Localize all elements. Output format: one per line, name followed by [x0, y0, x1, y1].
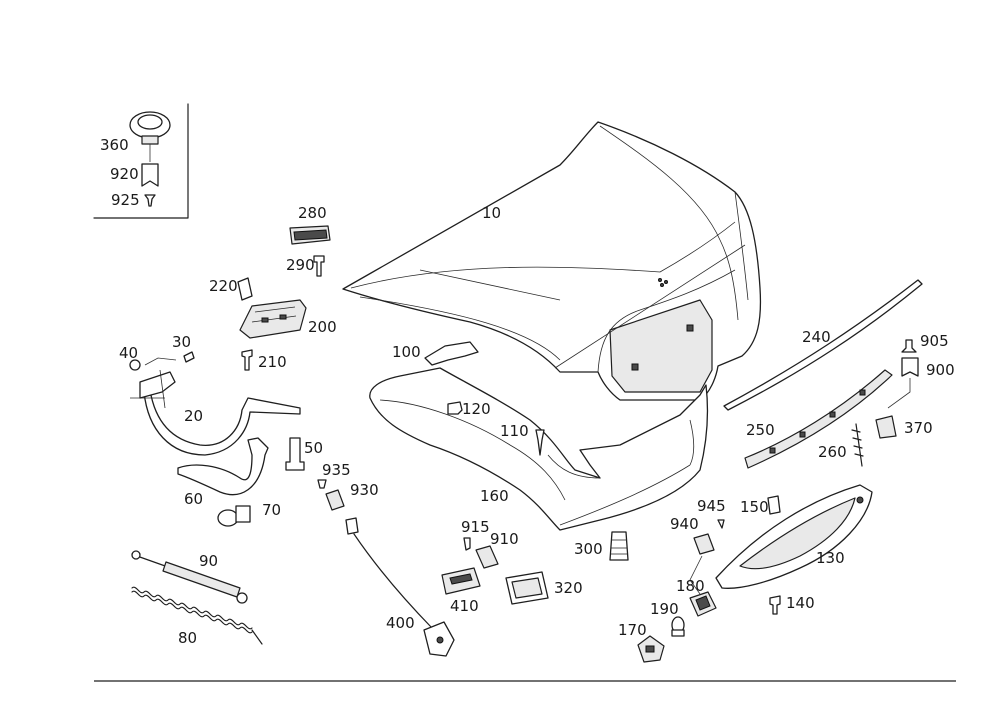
- label-40: 40: [119, 344, 139, 362]
- part-250-trim: [744, 369, 893, 469]
- label-925: 925: [111, 191, 140, 209]
- part-210-screw: [241, 349, 253, 371]
- part-120-clip: [447, 401, 463, 415]
- label-290: 290: [286, 256, 315, 274]
- label-60: 60: [184, 490, 204, 508]
- label-360: 360: [100, 136, 129, 154]
- label-170: 170: [618, 621, 647, 639]
- part-80-spring: [131, 586, 263, 645]
- label-160: 160: [480, 487, 509, 505]
- part-10-trunk-lid: [342, 121, 762, 401]
- part-400-latch: [423, 621, 455, 657]
- label-900: 900: [926, 361, 955, 379]
- part-935-pin: [317, 479, 327, 489]
- part-170-socket: [637, 635, 665, 663]
- label-910: 910: [490, 530, 519, 548]
- label-190: 190: [650, 600, 679, 618]
- label-300: 300: [574, 540, 603, 558]
- part-190-bulb: [671, 616, 685, 637]
- label-10: 10: [482, 204, 502, 222]
- label-915: 915: [461, 518, 490, 536]
- label-90: 90: [199, 552, 219, 570]
- label-130: 130: [816, 549, 845, 567]
- leader-900-370: [887, 378, 911, 409]
- label-905: 905: [920, 332, 949, 350]
- part-940-switch: [693, 533, 715, 555]
- part-260-screw: [851, 423, 864, 467]
- part-240-strip: [723, 279, 923, 411]
- part-220-clip: [237, 277, 253, 301]
- part-945-pin: [717, 519, 725, 529]
- part-200-bracket: [239, 299, 307, 339]
- part-280-module: [289, 225, 331, 245]
- part-20-hinge: [130, 369, 301, 456]
- part-925-screw: [144, 194, 156, 207]
- label-100: 100: [392, 343, 421, 361]
- leader-40-30: [144, 357, 177, 366]
- label-240: 240: [802, 328, 831, 346]
- part-110-pin: [535, 429, 545, 456]
- part-915-pin: [463, 537, 471, 551]
- label-180: 180: [676, 577, 705, 595]
- label-935: 935: [322, 461, 351, 479]
- label-200: 200: [308, 318, 337, 336]
- label-50: 50: [304, 439, 324, 457]
- part-930-connector: [345, 517, 359, 535]
- part-180-lamp: [689, 591, 717, 617]
- label-930: 930: [350, 481, 379, 499]
- inset-box: [93, 103, 189, 219]
- part-300-buffer: [609, 531, 629, 561]
- part-370-mount: [875, 415, 897, 439]
- part-50-bolt: [285, 437, 305, 471]
- label-70: 70: [262, 501, 282, 519]
- label-210: 210: [258, 353, 287, 371]
- label-410: 410: [450, 597, 479, 615]
- part-290-screw: [313, 255, 325, 277]
- label-280: 280: [298, 204, 327, 222]
- label-150: 150: [740, 498, 769, 516]
- label-250: 250: [746, 421, 775, 439]
- label-260: 260: [818, 443, 847, 461]
- part-400-cable: [353, 533, 433, 629]
- part-140-bolt: [769, 595, 781, 615]
- label-940: 940: [670, 515, 699, 533]
- part-410-lock: [441, 567, 481, 595]
- label-80: 80: [178, 629, 198, 647]
- label-220: 220: [209, 277, 238, 295]
- part-905-pin: [901, 339, 917, 353]
- label-370: 370: [904, 419, 933, 437]
- part-910-switch: [475, 545, 499, 569]
- part-320-handle: [505, 571, 549, 605]
- part-900-clip: [901, 357, 919, 377]
- label-140: 140: [786, 594, 815, 612]
- part-100-bracket: [424, 341, 479, 366]
- part-360-cap: [129, 111, 171, 145]
- part-920-clip: [141, 163, 159, 187]
- label-400: 400: [386, 614, 415, 632]
- label-120: 120: [462, 400, 491, 418]
- part-930-actuator: [325, 489, 345, 511]
- label-320: 320: [554, 579, 583, 597]
- label-20: 20: [184, 407, 204, 425]
- part-150-bolt: [767, 495, 781, 515]
- label-945: 945: [697, 497, 726, 515]
- part-60-hinge-cover: [177, 437, 269, 496]
- part-130-handle-strip: [715, 484, 873, 589]
- part-30-bolt: [183, 351, 195, 363]
- label-920: 920: [110, 165, 139, 183]
- leader-940-180: [689, 555, 703, 595]
- label-110: 110: [500, 422, 529, 440]
- label-30: 30: [172, 333, 192, 351]
- part-40-nut: [129, 359, 141, 371]
- part-90-strut: [131, 550, 248, 604]
- part-70-bushing: [217, 505, 251, 527]
